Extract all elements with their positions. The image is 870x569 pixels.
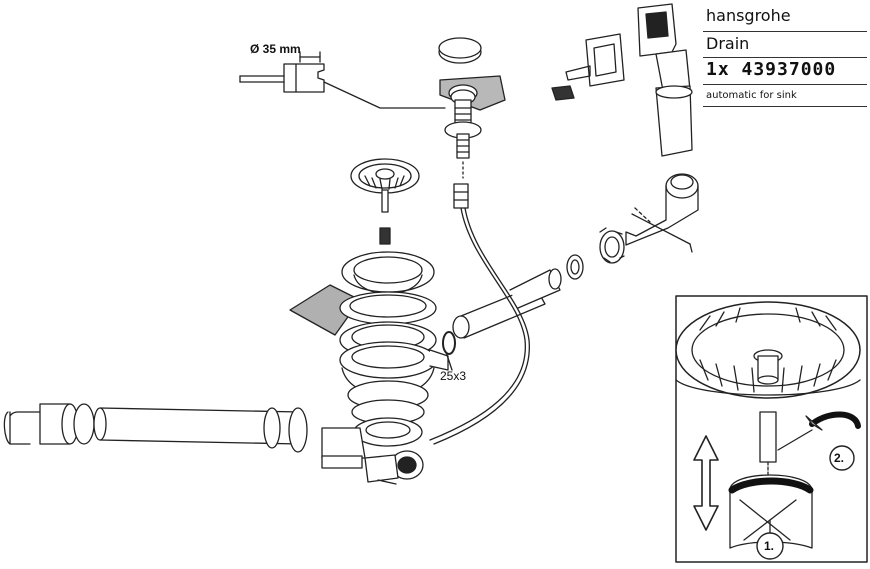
- header-rule-4: [703, 106, 867, 107]
- overflow-elbow: [625, 173, 699, 253]
- diameter-label: Ø 35 mm: [250, 42, 301, 56]
- step-1-label: 1.: [764, 539, 775, 553]
- horizontal-pipe: [3, 403, 308, 453]
- quantity-and-part-number: 1x 43937000: [706, 59, 837, 80]
- detail-strainer: [675, 301, 861, 489]
- overflow-tube: [452, 227, 625, 339]
- overflow-cover: [551, 3, 693, 157]
- detail-sleeve: [728, 474, 814, 549]
- up-down-arrow-icon: [693, 435, 719, 531]
- header-rule-2: [703, 57, 867, 58]
- drain-body-stack: [289, 251, 449, 447]
- o-ring-size-label: 25x3: [440, 369, 467, 383]
- product-description: automatic for sink: [706, 90, 797, 101]
- outlet-body: [321, 427, 424, 485]
- brand-name: hansgrohe: [706, 6, 791, 25]
- cable-operator-knob: [239, 51, 446, 109]
- step-2-label: 2.: [834, 451, 845, 465]
- header-rule-1: [703, 31, 867, 32]
- step-2-marker: [829, 445, 855, 471]
- step-1-marker: [756, 519, 784, 560]
- bowden-cable: [429, 183, 530, 445]
- header-rule-3: [703, 84, 867, 85]
- overflow-knob-assembly: [438, 37, 506, 179]
- product-type: Drain: [706, 34, 750, 53]
- strainer-basket: [350, 158, 420, 245]
- rotate-arrow-icon: [777, 411, 861, 451]
- o-ring: [442, 331, 456, 371]
- detail-inset-frame: [675, 295, 868, 563]
